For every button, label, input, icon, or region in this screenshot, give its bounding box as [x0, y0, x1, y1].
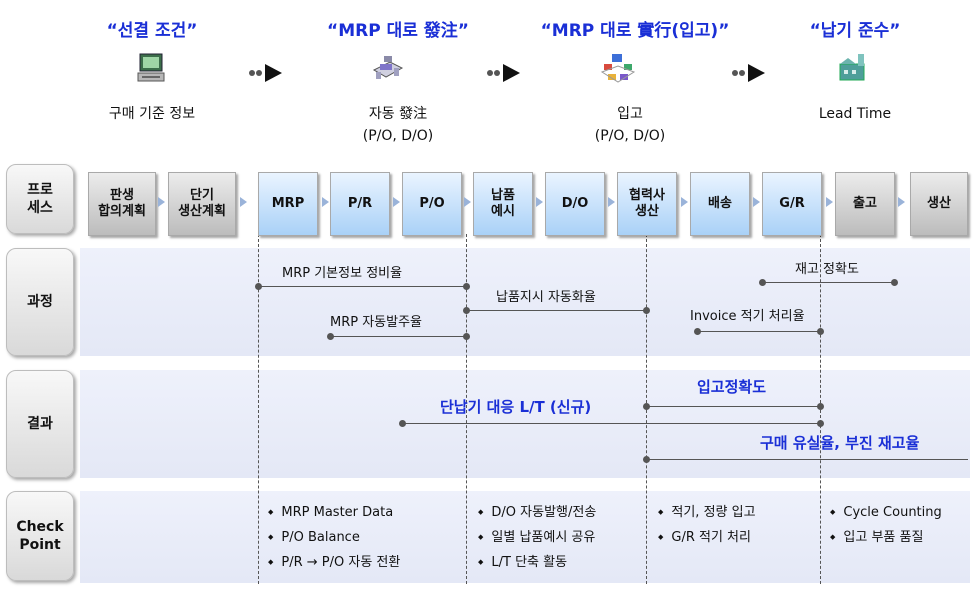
process-step-issue: 출고	[835, 172, 895, 236]
phase-label-mrp-execute: 입고	[617, 106, 643, 122]
span-endpoint	[891, 279, 898, 286]
step-arrow-icon	[753, 197, 760, 207]
step-arrow-icon	[681, 197, 688, 207]
checkpoint-list-receipt: 적기, 정량 입고 G/R 적기 처리	[658, 500, 756, 550]
metric-invoice-processing-rate: Invoice 적기 처리율	[690, 309, 805, 324]
metric-loss-and-obsolete-rate: 구매 유실율, 부진 재고율	[760, 434, 920, 452]
span-endpoint	[817, 328, 824, 335]
metric-inventory-accuracy: 재고 정확도	[795, 262, 859, 277]
checkpoint-item: 일별 납품예시 공유	[478, 525, 596, 550]
step-arrow-icon	[464, 197, 471, 207]
process-step-delivery-forecast: 납품 예시	[473, 172, 533, 236]
factory-icon	[839, 54, 865, 81]
span-endpoint	[463, 283, 470, 290]
process-step-gr: G/R	[762, 172, 822, 236]
checkpoint-item: D/O 자동발행/전송	[478, 500, 596, 525]
span-endpoint	[643, 307, 650, 314]
phase-label-mrp-order: 자동 發注	[368, 106, 428, 122]
metric-span-line	[762, 282, 894, 283]
row-header-process: 프로 세스	[6, 164, 74, 234]
process-step-sales-plan: 판생 합의계획	[88, 172, 156, 236]
metric-span-line	[330, 336, 466, 337]
row-header-checkpoint: Check Point	[6, 491, 74, 581]
checkpoint-item: MRP Master Data	[268, 500, 400, 525]
process-step-production: 생산	[910, 172, 968, 236]
span-endpoint	[327, 333, 334, 340]
server-icon	[372, 56, 404, 79]
row-header-procedure: 과정	[6, 248, 74, 356]
step-arrow-icon	[898, 197, 905, 207]
checkpoint-list-inventory: Cycle Counting 입고 부품 품질	[830, 500, 942, 550]
step-arrow-icon	[393, 197, 400, 207]
guide-line-po	[466, 234, 467, 584]
step-arrow-icon	[240, 197, 247, 207]
phase-title-mrp-execute: “MRP 대로 實行(입고)”	[540, 21, 730, 41]
process-step-do: D/O	[545, 172, 605, 236]
metric-delivery-automation-rate: 납품지시 자동화율	[496, 290, 596, 305]
step-arrow-icon	[536, 197, 543, 207]
checkpoint-item: P/O Balance	[268, 525, 400, 550]
checkpoint-list-mrp: MRP Master Data P/O Balance P/R → P/O 자동…	[268, 500, 400, 575]
metric-span-line	[646, 459, 968, 460]
process-step-shipping: 배송	[690, 172, 750, 236]
checkpoint-item: P/R → P/O 자동 전환	[268, 550, 400, 575]
network-icon	[600, 54, 636, 83]
metric-span-line	[402, 423, 820, 424]
next-arrow-icon	[732, 64, 765, 82]
process-step-supplier-production: 협력사 생산	[617, 172, 677, 236]
span-endpoint	[255, 283, 262, 290]
span-endpoint	[399, 420, 406, 427]
checkpoint-item: L/T 단축 활동	[478, 550, 596, 575]
checkpoint-item: 입고 부품 품질	[830, 525, 942, 550]
span-endpoint	[817, 403, 824, 410]
process-step-pr: P/R	[330, 172, 390, 236]
span-endpoint	[643, 403, 650, 410]
step-arrow-icon	[826, 197, 833, 207]
span-endpoint	[759, 279, 766, 286]
checkpoint-item: Cycle Counting	[830, 500, 941, 525]
procedure-band	[80, 248, 970, 356]
span-endpoint	[643, 456, 650, 463]
result-band	[80, 370, 970, 478]
span-endpoint	[463, 307, 470, 314]
phase-title-mrp-order: “MRP 대로 發注”	[327, 21, 469, 41]
metric-span-line	[646, 406, 820, 407]
phase-sublabel-mrp-order: (P/O, D/O)	[362, 128, 434, 144]
checkpoint-item: G/R 적기 처리	[658, 525, 756, 550]
phase-title-prerequisite: “선결 조건”	[106, 21, 198, 41]
computer-icon	[137, 53, 165, 82]
phase-label-delivery: Lead Time	[818, 106, 892, 122]
metric-short-lead-time: 단납기 대응 L/T (신규)	[440, 398, 592, 416]
span-endpoint	[463, 333, 470, 340]
metric-receipt-accuracy: 입고정확도	[697, 378, 767, 396]
metric-mrp-master-rate: MRP 기본정보 정비율	[282, 266, 403, 281]
checkpoint-list-delivery-order: D/O 자동발행/전송 일별 납품예시 공유 L/T 단축 활동	[478, 500, 596, 575]
next-arrow-icon	[249, 64, 282, 82]
metric-span-line	[466, 310, 646, 311]
step-arrow-icon	[158, 197, 165, 207]
step-arrow-icon	[608, 197, 615, 207]
span-endpoint	[817, 420, 824, 427]
guide-line-mrp	[258, 234, 259, 584]
process-step-mrp: MRP	[258, 172, 318, 236]
checkpoint-item: 적기, 정량 입고	[658, 500, 755, 525]
next-arrow-icon	[487, 64, 520, 82]
metric-mrp-auto-order-rate: MRP 자동발주율	[330, 315, 423, 330]
span-endpoint	[694, 328, 701, 335]
process-step-po: P/O	[402, 172, 462, 236]
process-step-short-plan: 단기 생산계획	[168, 172, 236, 236]
phase-title-delivery: “납기 준수”	[809, 21, 901, 41]
phase-label-prerequisite: 구매 기준 정보	[108, 106, 196, 122]
step-arrow-icon	[322, 197, 329, 207]
metric-span-line	[258, 286, 466, 287]
phase-sublabel-mrp-execute: (P/O, D/O)	[594, 128, 666, 144]
row-header-result: 결과	[6, 370, 74, 478]
metric-span-line	[697, 331, 820, 332]
